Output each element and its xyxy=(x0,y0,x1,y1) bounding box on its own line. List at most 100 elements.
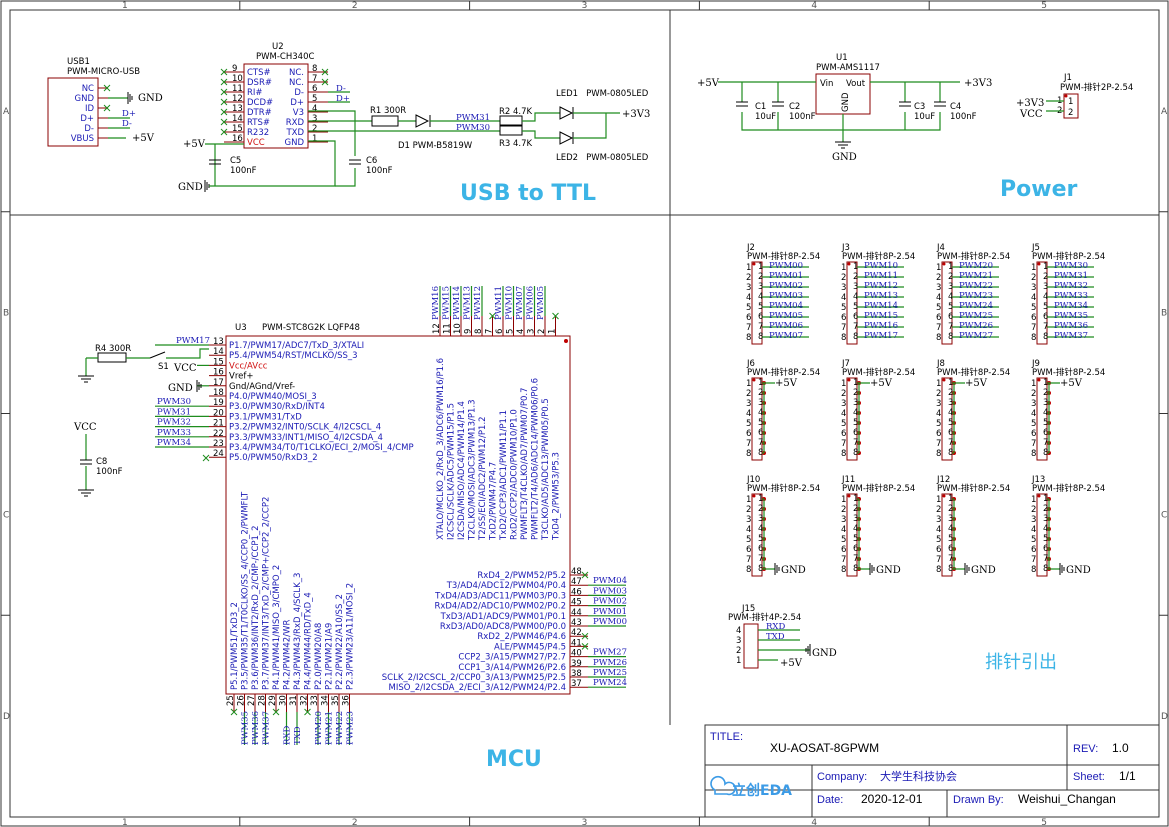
usb-pin-2: ID xyxy=(85,104,95,114)
mcu-right-pin-45: RxD4/AD2/ADC10/PWM02/P0.2 xyxy=(434,602,566,612)
mcu-left-pin-18: P4.0/PWM40/MOSI_3 xyxy=(229,392,317,402)
mcu-right-net-8: PWM27 xyxy=(593,648,627,658)
header-pin-label: 8 xyxy=(758,564,763,574)
zone-row-right-C: C xyxy=(1161,510,1167,520)
header-net: PWM36 xyxy=(1054,321,1088,331)
header-pin-num: 8 xyxy=(841,333,846,343)
header-pin-label: 4 xyxy=(853,292,858,302)
usb-5v-label: +5V xyxy=(132,133,155,144)
header-part: PWM-排针8P-2.54 xyxy=(842,251,915,262)
header-pin-num: 6 xyxy=(1031,429,1036,439)
ch340-left-pin-0: CTS# xyxy=(247,68,271,78)
header-pin-label: 7 xyxy=(1043,554,1048,564)
header-pin-label: 8 xyxy=(853,332,858,342)
header-ref: J5 xyxy=(1031,243,1040,253)
sheet-label: Sheet: xyxy=(1073,771,1105,783)
led2-part: PWM-0805LED xyxy=(586,153,649,163)
mcu-bottom-pin-25: P5.1/PWM51/TxD3_2 xyxy=(230,602,240,690)
header-net: PWM22 xyxy=(959,281,993,291)
header-pin-num: 4 xyxy=(746,525,751,535)
header-pin-num: 1 xyxy=(746,379,751,389)
date-label: Date: xyxy=(817,794,843,806)
header-pin-label: 8 xyxy=(758,448,763,458)
header-pin-label: 7 xyxy=(1043,438,1048,448)
j15-pin-num: 3 xyxy=(736,636,741,646)
header-pin-num: 1 xyxy=(841,495,846,505)
mcu-left-net-10: PWM34 xyxy=(157,438,191,448)
mcu-bottom-net-3: PWM37 xyxy=(262,711,272,745)
j15-gnd: GND xyxy=(812,648,837,659)
ch340-right-pin-5: RXD xyxy=(286,118,305,128)
ch340-left-num-2: 11 xyxy=(232,84,243,94)
mcu-right-pin-48: RxD4_2/PWM52/P5.2 xyxy=(477,571,566,581)
header-net: PWM30 xyxy=(1054,261,1088,271)
mcu-right-pin-42: RxD2_2/PWM46/P4.6 xyxy=(477,632,566,642)
header-pin-label: 7 xyxy=(948,322,953,332)
mcu-top-pin-7: TxD2/PWM47/P4.7 xyxy=(489,462,499,541)
j1-3v3: +3V3 xyxy=(1016,98,1044,109)
c2-value: 100nF xyxy=(789,112,816,122)
header-pin-label: 5 xyxy=(758,534,763,544)
usb-ref: USB1 xyxy=(67,57,90,67)
header-pin-num: 6 xyxy=(841,429,846,439)
c5-ref: C5 xyxy=(230,156,241,166)
header-pin-label: 8 xyxy=(1043,448,1048,458)
mcu-right-net-3: PWM02 xyxy=(593,597,627,607)
mcu-bottom-pin-31: P4.3/PWM43/RxD_4/SCLK_3 xyxy=(293,573,303,690)
mcu-vcc-label: VCC xyxy=(173,363,197,374)
mcu-right-num-41: 41 xyxy=(571,638,582,648)
c1-value: 10uF xyxy=(755,112,776,122)
header-net: PWM33 xyxy=(1054,291,1088,301)
j15-pin-num: 1 xyxy=(736,656,741,666)
header-pin-label: 3 xyxy=(948,282,953,292)
header-pin-num: 2 xyxy=(936,389,941,399)
power-gnd: GND xyxy=(832,152,857,163)
ch340-left-pin-5: RTS# xyxy=(247,118,270,128)
company-label: Company: xyxy=(817,771,867,783)
header-pin-num: 3 xyxy=(746,399,751,409)
mcu-top-pin-3: PWMFLT2/T4/AD6/ADC14/PWM06/P0.6 xyxy=(531,378,541,540)
ch340-right-num-0: 8 xyxy=(312,64,317,74)
mcu-bottom-pin-34: P2.1/PWM21/A9 xyxy=(325,623,335,690)
header-pin-label: 2 xyxy=(1043,388,1048,398)
r1-label: R1 300R xyxy=(370,106,406,116)
header-pin-label: 5 xyxy=(1043,302,1048,312)
header-pin-label: 2 xyxy=(758,272,763,282)
sheet-value: 1/1 xyxy=(1119,769,1136,783)
header-pin-label: 4 xyxy=(948,408,953,418)
header-pin-num: 7 xyxy=(746,439,751,449)
header-pin-num: 5 xyxy=(1031,535,1036,545)
mcu-left-num-19: 19 xyxy=(213,398,224,408)
header-pin-label: 5 xyxy=(758,418,763,428)
mcu-left-num-21: 21 xyxy=(213,419,224,429)
header-pin-label: 6 xyxy=(853,428,858,438)
header-5v: +5V xyxy=(965,378,988,389)
mcu-top-net-7: PWM10 xyxy=(505,286,515,320)
mcu-right-num-48: 48 xyxy=(571,567,582,577)
zone-col-bottom-1: 1 xyxy=(122,818,128,827)
header-pin-num: 5 xyxy=(1031,303,1036,313)
mcu-right-num-37: 37 xyxy=(571,679,582,689)
header-pin-num: 3 xyxy=(1031,399,1036,409)
net-pwm31: PWM31 xyxy=(456,113,490,123)
header-gnd: GND xyxy=(1066,565,1091,576)
header-pin-num: 6 xyxy=(841,545,846,555)
mcu-top-pin-11: I2CSCL/SCLK/ADC5/PWM15/P1.5 xyxy=(447,403,457,540)
mcu-top-net-4: PWM12 xyxy=(473,286,483,320)
header-pin-label: 8 xyxy=(948,564,953,574)
mcu-top-pin-9: T2CLKO/MOSI/ADC3/PWM13/P1.3 xyxy=(468,400,478,541)
header-net: PWM23 xyxy=(959,291,993,301)
header-pin-label: 6 xyxy=(853,312,858,322)
header-pin-num: 7 xyxy=(1031,439,1036,449)
header-pin-num: 1 xyxy=(1031,263,1036,273)
header-net: PWM15 xyxy=(864,311,898,321)
mcu-bottom-num-30: 30 xyxy=(279,695,289,706)
header-ref: J10 xyxy=(746,475,760,485)
ch340-right-num-5: 3 xyxy=(312,114,317,124)
mcu-right-net-9: PWM26 xyxy=(593,658,627,668)
header-pin-num: 2 xyxy=(746,273,751,283)
